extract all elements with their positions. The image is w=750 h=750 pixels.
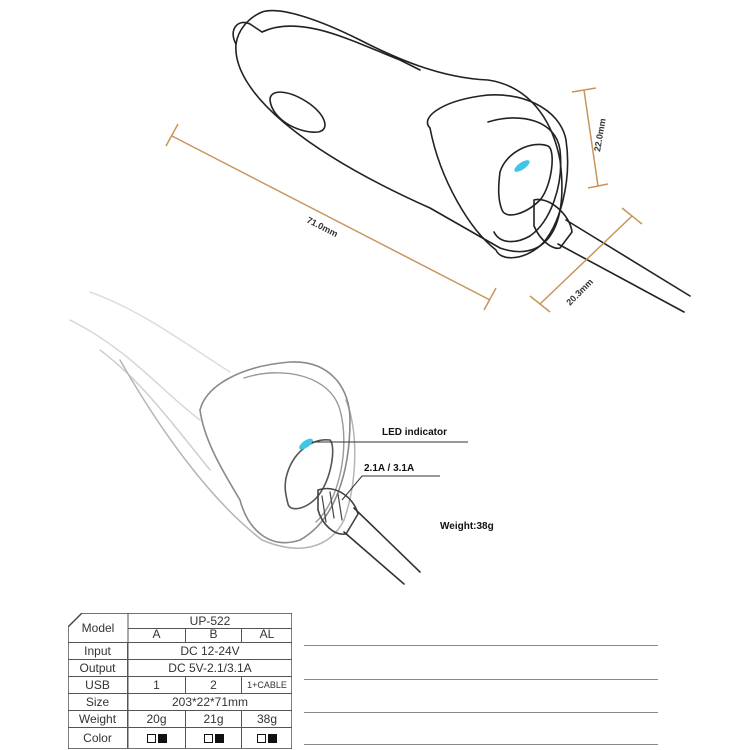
spec-row-output: Output DC 5V-2.1/3.1A xyxy=(68,660,292,677)
white-swatch xyxy=(257,734,266,744)
cable-plug xyxy=(533,198,573,250)
input-value: DC 12-24V xyxy=(180,644,240,658)
head-ring xyxy=(487,117,562,243)
spec-row-usb: USB 1 2 1+CABLE xyxy=(68,677,292,694)
head-face xyxy=(426,94,569,259)
product-illustration: 71.0mm 22.0mm 20.3mm xyxy=(69,9,691,585)
side-slot xyxy=(269,91,326,133)
led-indicator-callout: LED indicator xyxy=(382,427,448,438)
dimension-length xyxy=(165,123,497,311)
spec-header-label: Model xyxy=(81,621,115,635)
width-label: 20.3mm xyxy=(564,277,595,308)
faint-body xyxy=(119,359,356,549)
input-label: Input xyxy=(68,643,128,660)
length-label: 71.0mm xyxy=(305,215,339,239)
output-value: DC 5V-2.1/3.1A xyxy=(168,661,252,675)
white-swatch xyxy=(146,734,156,744)
color-al xyxy=(242,728,292,748)
usb-al: 1+CABLE xyxy=(247,680,287,690)
weight-a: 20g xyxy=(128,711,186,728)
spec-table: Model UP-522 A B AL Input DC 12-24V Outp… xyxy=(68,613,292,749)
size-label: Size xyxy=(68,694,128,711)
spec-row-input: Input DC 12-24V xyxy=(68,643,292,660)
note-line xyxy=(304,645,658,646)
weight-b: 21g xyxy=(186,711,242,728)
black-swatch xyxy=(214,734,224,744)
variant-al: AL xyxy=(259,627,275,641)
spec-variant-row: A B AL xyxy=(128,628,292,643)
dimension-height xyxy=(571,87,609,189)
charger-tip xyxy=(232,21,263,45)
usb-label: USB xyxy=(68,677,128,694)
color-b xyxy=(186,728,242,748)
weight-al: 38g xyxy=(256,712,278,726)
black-swatch xyxy=(268,734,277,744)
black-swatch xyxy=(157,734,167,744)
top-charger-drawing xyxy=(232,9,691,313)
color-label: Color xyxy=(68,728,128,748)
top-led-indicator xyxy=(514,160,530,172)
variant-a: A xyxy=(128,628,186,642)
callout-lines xyxy=(312,441,468,501)
variant-b: B xyxy=(186,628,242,642)
spec-table-frame xyxy=(68,613,292,749)
faint-head xyxy=(199,361,351,544)
size-value: 203*22*71mm xyxy=(171,695,249,709)
spec-model-name: UP-522 xyxy=(128,614,292,629)
bottom-charger-drawing xyxy=(69,291,421,585)
usb-port xyxy=(497,143,553,216)
weight-label: Weight xyxy=(68,711,128,728)
weight-callout: Weight:38g xyxy=(440,521,494,532)
usb-b: 2 xyxy=(186,677,242,694)
note-line xyxy=(304,679,658,680)
note-line xyxy=(304,744,658,745)
white-swatch xyxy=(203,734,213,744)
color-a xyxy=(128,728,186,748)
spec-row-color: Color xyxy=(68,728,292,748)
height-label: 22.0mm xyxy=(592,118,608,153)
note-line xyxy=(304,712,658,713)
faint-usb-port xyxy=(284,439,334,510)
charger-seam xyxy=(261,25,421,71)
spec-row-size: Size 203*22*71mm xyxy=(68,694,292,711)
usb-a: 1 xyxy=(128,677,186,694)
output-label: Output xyxy=(68,660,128,677)
spec-row-weight: Weight 20g 21g 38g xyxy=(68,711,292,728)
charger-body xyxy=(235,9,563,253)
bottom-led-indicator xyxy=(299,438,313,450)
output-current-callout: 2.1A / 3.1A xyxy=(364,463,415,474)
dimension-width xyxy=(529,207,643,313)
